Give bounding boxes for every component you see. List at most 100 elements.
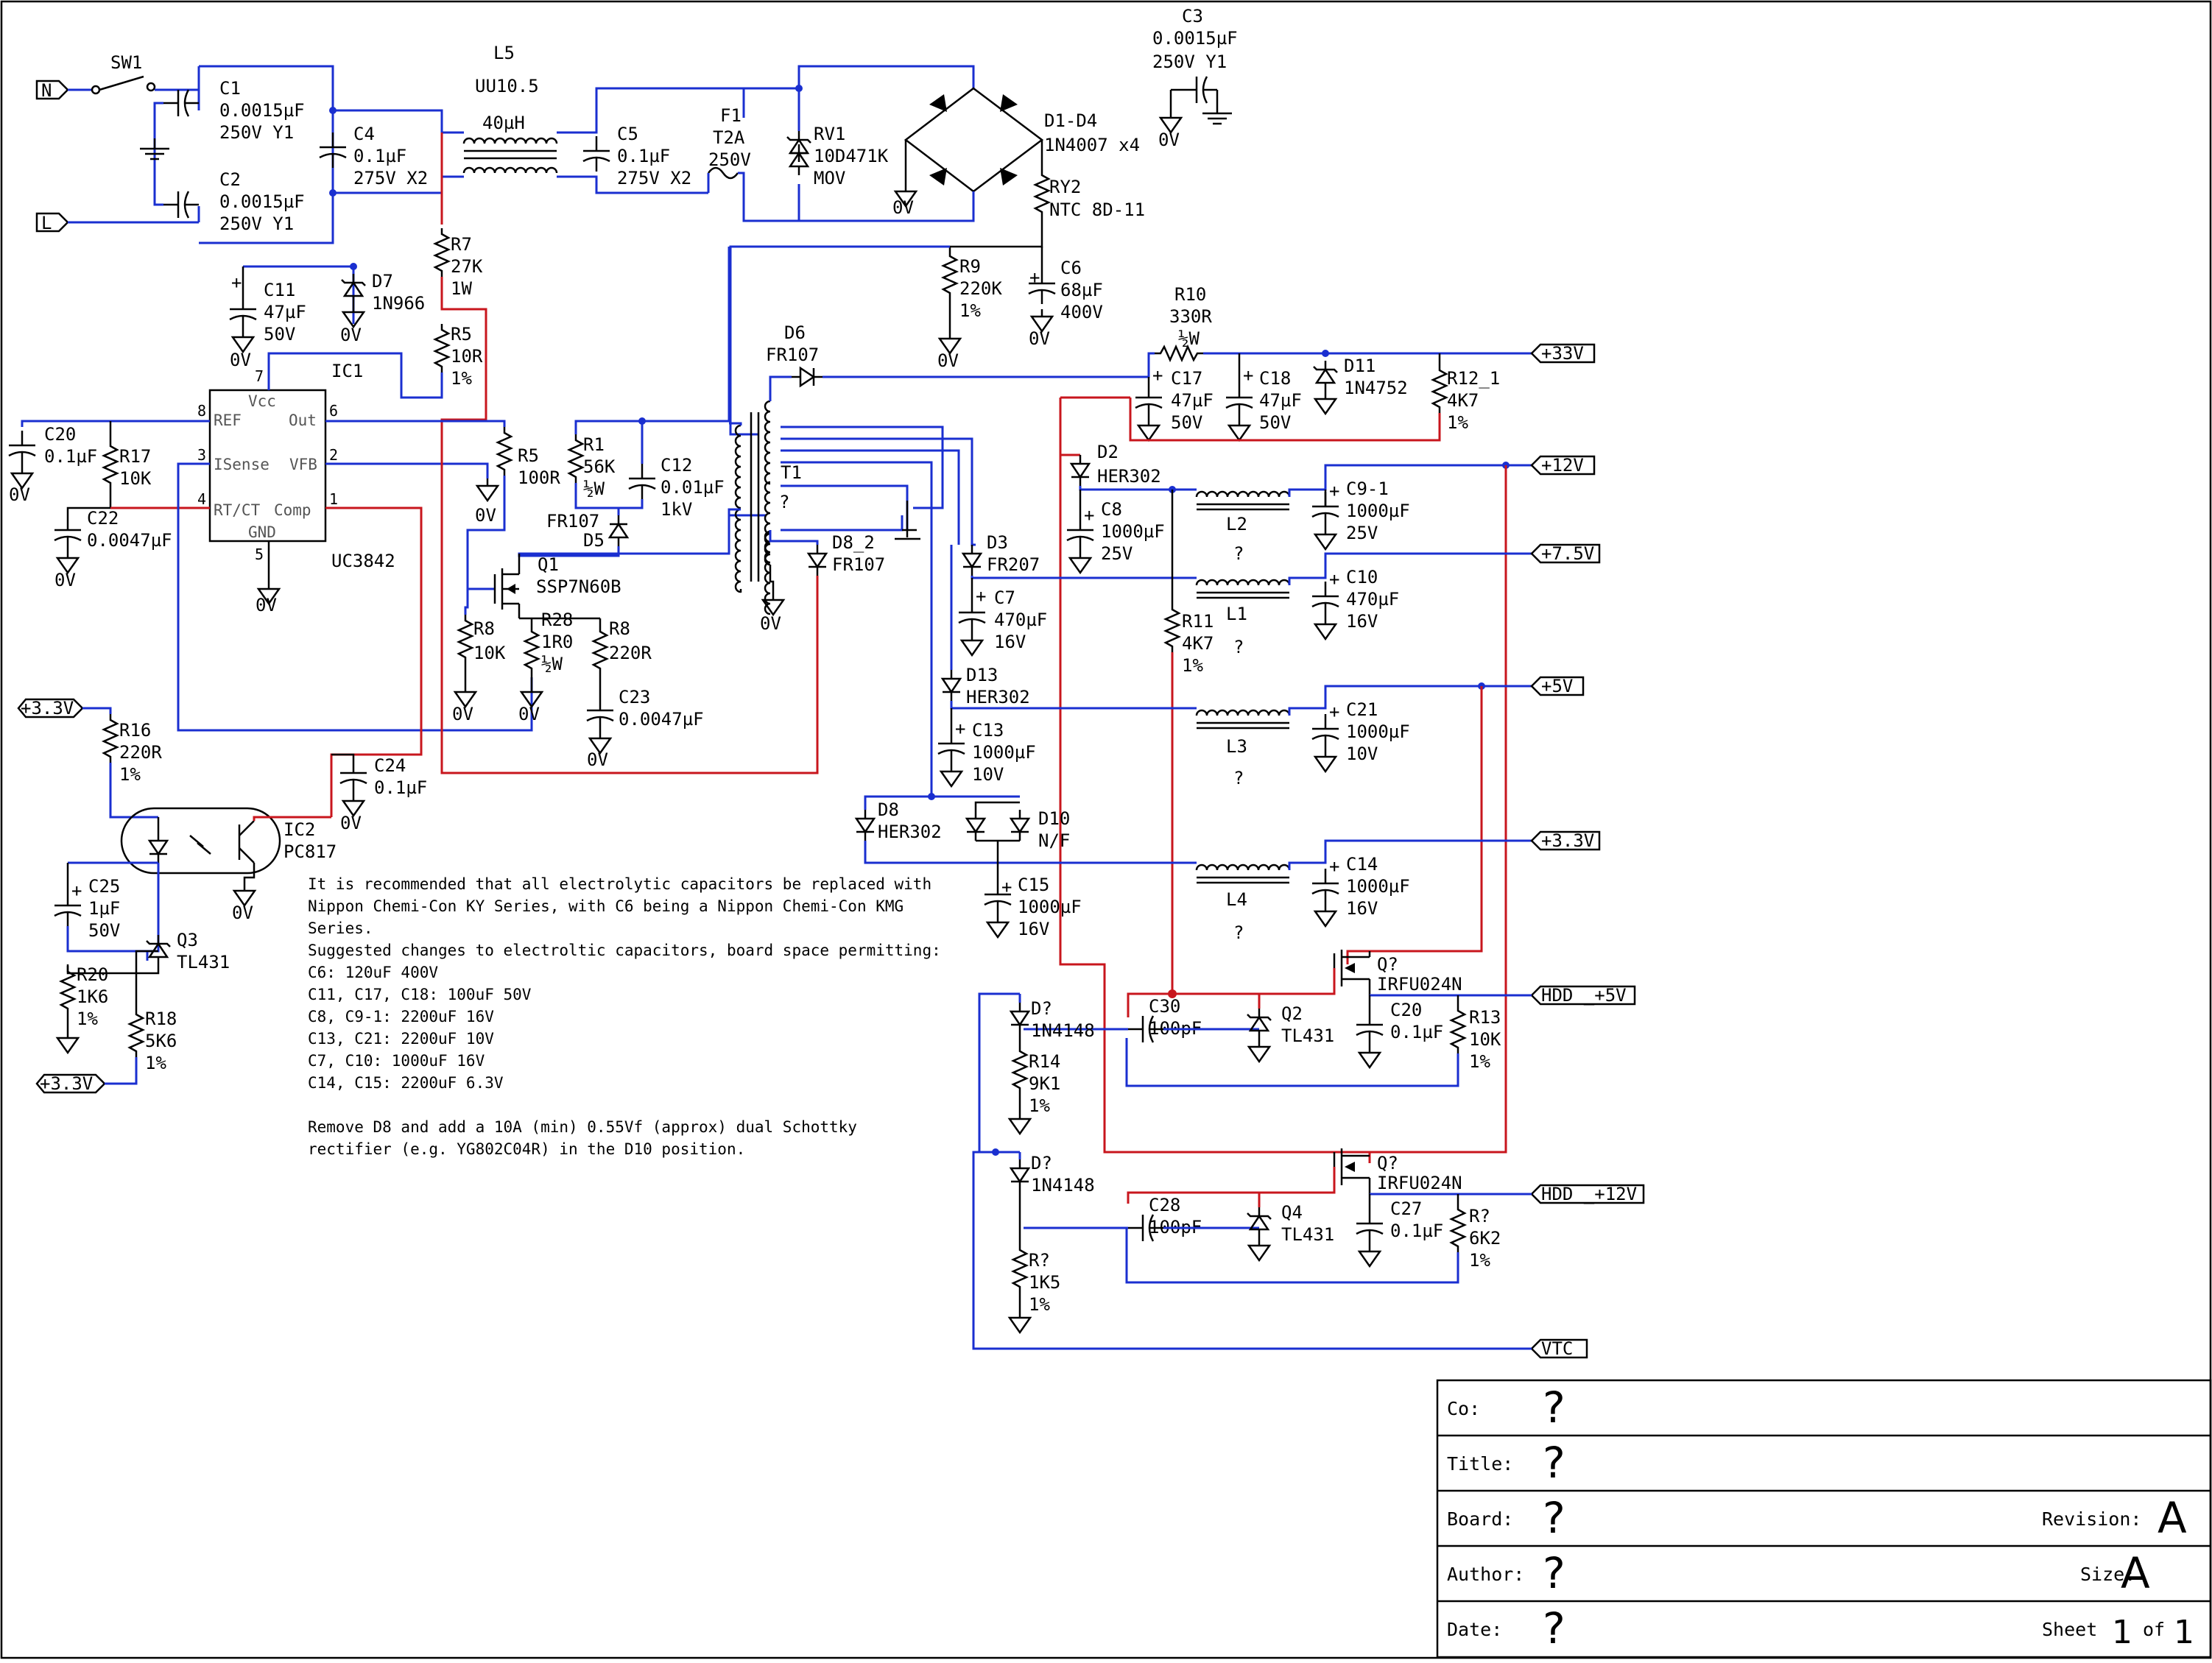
r10-ref: R10	[1174, 284, 1206, 305]
r7-value: 27K	[451, 256, 483, 277]
ic1-ref: IC1	[331, 361, 363, 381]
c25-value: 1µF	[88, 898, 120, 919]
diode-hdd12	[1010, 1158, 1030, 1192]
capacitor-c5	[582, 135, 611, 173]
r17-ref: R17	[119, 446, 151, 467]
plus-mark: +	[1001, 877, 1012, 897]
c13-rating: 10V	[972, 764, 1004, 785]
zener-d11	[1312, 359, 1339, 393]
c10-ref: C10	[1346, 567, 1378, 587]
c13-ref: C13	[972, 720, 1004, 741]
rail-7v5: D3 FR207 + C7 470µF 16V L1 ? + C10 470µF…	[957, 490, 1532, 998]
capacitor-c24	[339, 757, 368, 795]
inductor-l2	[1195, 490, 1291, 498]
q1-value: SSP7N60B	[536, 576, 621, 597]
shunt-regulator-q4	[1246, 1206, 1272, 1240]
rb-value: 6K2	[1469, 1228, 1501, 1249]
c14-ref: C14	[1346, 854, 1378, 875]
diode-d13	[941, 668, 962, 702]
rc-tol: 1%	[1029, 1294, 1050, 1315]
r18-ref: R18	[145, 1009, 177, 1029]
note-line: C8, C9-1: 2200uF 16V	[308, 1008, 494, 1025]
optocoupler-ic2	[120, 807, 281, 875]
mosfet-hdd12	[1333, 1148, 1371, 1194]
hdd-12v-switch: Q? IRFU024N C27 0.1µF R? 6K2 1% C28 100p…	[972, 1148, 1532, 1350]
l5-value: 40µH	[482, 113, 525, 133]
c6-ref: C6	[1060, 258, 1082, 278]
resistor-r5-gate	[496, 426, 513, 477]
qb-value: IRFU024N	[1377, 1173, 1462, 1193]
note-line: C7, C10: 1000uF 16V	[308, 1052, 485, 1070]
r9-tol: 1%	[959, 300, 981, 321]
co-label: Co:	[1447, 1398, 1480, 1419]
r5a-tol: 1%	[451, 368, 472, 389]
qa-ref: Q?	[1377, 954, 1398, 975]
shunt-regulator-q2	[1246, 1007, 1272, 1041]
da-value: 1N4148	[1031, 1020, 1095, 1041]
diode-d3	[962, 543, 982, 577]
c8-ref: C8	[1101, 499, 1122, 520]
design-note: It is recommended that all electrolytic …	[308, 875, 941, 1158]
pin-gnd: GND	[248, 523, 276, 541]
q4-value: TL431	[1281, 1224, 1334, 1245]
rail-33v: D6 FR107 R10 330R ½W + C17 47µF 50V + C1…	[766, 284, 1532, 442]
rail-12v: D2 HER302 + C8 1000µF 25V L2 ? + C9-1 10…	[1059, 396, 1532, 1154]
author-value: ?	[1543, 1548, 1565, 1598]
l2-ref: L2	[1226, 514, 1247, 534]
resistor-r12	[1431, 363, 1448, 414]
c20b-value: 0.1µF	[1390, 1022, 1443, 1042]
note-line: Remove D8 and add a 10A (min) 0.55Vf (ap…	[308, 1118, 857, 1136]
sw1-label: SW1	[110, 52, 142, 73]
plus-mark: +	[231, 272, 242, 293]
r12-ref: R12_1	[1447, 368, 1500, 389]
c20-ref: C20	[44, 424, 76, 445]
c17-rating: 50V	[1171, 412, 1202, 433]
r8b-value: 220R	[609, 643, 652, 663]
gnd-label: 0V	[9, 484, 30, 505]
c4-value: 0.1µF	[353, 146, 406, 166]
rc-value: 1K5	[1029, 1272, 1060, 1293]
c2-ref: C2	[219, 169, 241, 190]
gnd-label: 0V	[340, 813, 362, 833]
c2-rating: 250V Y1	[219, 213, 294, 234]
capacitor-c23	[585, 694, 615, 732]
co-value: ?	[1543, 1383, 1565, 1433]
c24-value: 0.1µF	[374, 777, 427, 798]
ry2-value: NTC 8D-11	[1049, 200, 1145, 220]
rv1-value: 10D471K	[814, 146, 889, 166]
c14-rating: 16V	[1346, 898, 1378, 919]
pin-number: 4	[197, 490, 206, 508]
pin-number: 5	[255, 545, 264, 563]
q2-value: TL431	[1281, 1025, 1334, 1046]
pin-number: 7	[255, 367, 264, 385]
q1-ref: Q1	[538, 554, 559, 575]
d2-value: HER302	[1097, 466, 1161, 487]
c30-ref: C30	[1149, 996, 1180, 1017]
date-label: Date:	[1447, 1619, 1502, 1640]
d8-ref: D8	[878, 799, 899, 820]
resistor-r28	[524, 624, 540, 676]
note-line: C11, C17, C18: 100uF 50V	[308, 986, 532, 1003]
rv1-ref: RV1	[814, 124, 845, 144]
c9-value: 1000µF	[1346, 501, 1410, 521]
c1-rating: 250V Y1	[219, 122, 294, 143]
f1-value: T2A	[713, 127, 745, 148]
f1-rating: 250V	[708, 149, 751, 170]
capacitor-c2	[162, 190, 200, 219]
c23-value: 0.0047µF	[619, 709, 704, 730]
r20-tol: 1%	[77, 1009, 98, 1029]
l3-ref: L3	[1226, 736, 1247, 757]
size-value: A	[2121, 1548, 2150, 1598]
note-line: Series.	[308, 919, 373, 937]
port-3v3-in-a: +3.3V	[21, 698, 74, 718]
r12-tol: 1%	[1447, 412, 1468, 433]
resistor-r13	[1450, 1003, 1466, 1055]
c18-value: 47µF	[1259, 390, 1302, 411]
port-hdd-5v: HDD _+5V	[1541, 985, 1627, 1006]
c10-rating: 16V	[1346, 611, 1378, 632]
d7-ref: D7	[372, 271, 393, 292]
c20b-ref: C20	[1390, 1000, 1422, 1020]
resistor-rc	[1012, 1243, 1028, 1294]
